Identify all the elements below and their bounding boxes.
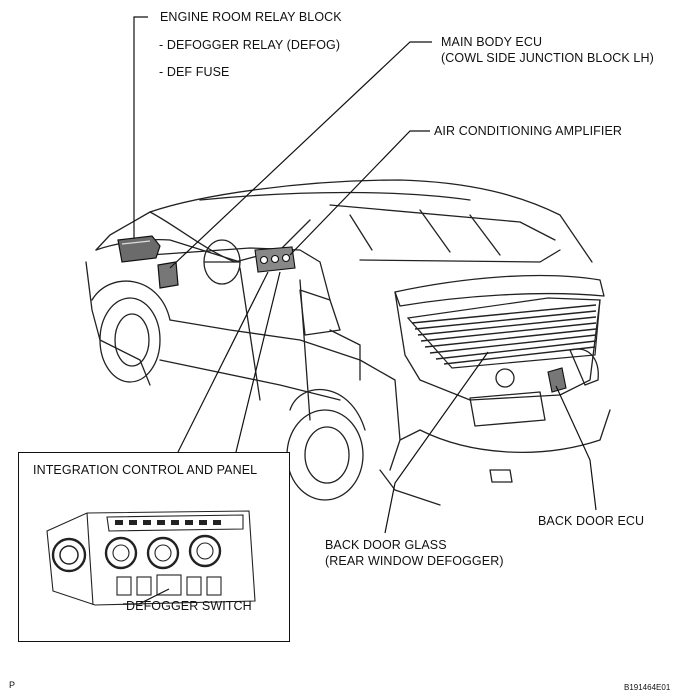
back-door-ecu-shape <box>547 367 567 393</box>
temp-knob-left <box>52 538 87 573</box>
integration-control-panel-inset: INTEGRATION CONTROL AND PANEL <box>18 452 290 642</box>
defogger-switch-label: DEFOGGER SWITCH <box>126 599 252 613</box>
main-body-ecu-sublabel: (COWL SIDE JUNCTION BLOCK LH) <box>441 51 654 65</box>
corner-mark-p: P <box>9 680 16 690</box>
control-panel-drawing <box>46 510 256 606</box>
roof-outline <box>149 179 593 263</box>
integration-control-panel-label: INTEGRATION CONTROL AND PANEL <box>33 463 258 477</box>
rear-spoiler <box>394 274 605 307</box>
emblem <box>495 368 515 388</box>
leader-panel-left <box>177 271 269 453</box>
seat <box>299 289 341 336</box>
def-fuse-label: - DEF FUSE <box>159 65 230 79</box>
roof-rack-front <box>329 204 556 241</box>
rear-bumper <box>419 409 611 453</box>
rear-wheel-arch <box>289 388 366 431</box>
leader-defogger-switch <box>123 588 170 606</box>
leader-back-door-glass <box>384 351 489 534</box>
door-line <box>239 267 261 401</box>
back-door-glass-sublabel: (REAR WINDOW DEFOGGER) <box>325 554 504 568</box>
leader-main-body-ecu <box>169 41 432 269</box>
engine-room-relay-block-shape <box>117 235 161 263</box>
rear-wheel <box>286 409 364 501</box>
side-body <box>169 319 401 441</box>
license-plate <box>469 391 546 427</box>
back-door-glass-label: BACK DOOR GLASS <box>325 538 447 552</box>
air-conditioning-amplifier-label: AIR CONDITIONING AMPLIFIER <box>434 124 623 138</box>
main-body-ecu-shape <box>157 261 179 289</box>
leader-air-conditioning-amplifier <box>289 130 430 256</box>
dashboard <box>149 247 331 301</box>
leader-panel-right <box>235 271 281 453</box>
tow-hitch <box>489 469 513 483</box>
main-body-ecu-label: MAIN BODY ECU <box>441 35 543 49</box>
roof-rack-back <box>359 249 561 263</box>
defogger-switch-button <box>156 574 182 596</box>
mode-knob <box>147 537 180 570</box>
figure-id: B191464E01 <box>624 683 671 692</box>
rear-window-defogger <box>406 297 601 369</box>
front-fascia <box>85 261 151 386</box>
leader-back-door-ecu <box>555 385 597 511</box>
roof-rail-left <box>199 191 471 201</box>
air-conditioning-amplifier-shape <box>254 246 296 273</box>
back-door-ecu-label: BACK DOOR ECU <box>538 514 645 528</box>
front-wheel-arch <box>91 280 171 321</box>
leader-engine-room-relay-block <box>133 16 148 238</box>
engine-room-relay-block-label: ENGINE ROOM RELAY BLOCK <box>160 10 342 24</box>
temp-knob-right <box>189 535 222 568</box>
tail-light <box>569 348 599 386</box>
front-wheel <box>99 297 161 383</box>
defogger-relay-label: - DEFOGGER RELAY (DEFOG) <box>159 38 341 52</box>
fan-knob <box>105 537 138 570</box>
